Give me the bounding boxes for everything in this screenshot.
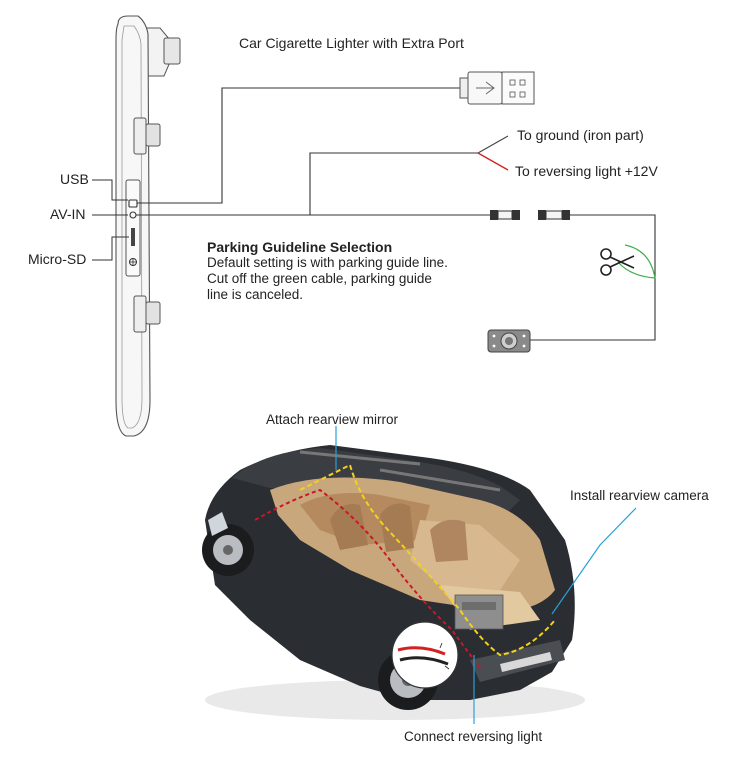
- rearview-mirror: [115, 15, 181, 437]
- parking-guideline-note: Parking Guideline Selection Default sett…: [207, 239, 448, 303]
- guideline-green-wire: [617, 244, 656, 279]
- wire-zoom-inset: [391, 621, 459, 689]
- scissors-icon: [600, 248, 635, 276]
- av-connector-left-icon: [490, 210, 520, 220]
- ground-wire-label: To ground (iron part): [517, 127, 644, 143]
- parking-guideline-heading: Parking Guideline Selection: [207, 239, 393, 255]
- port-leader-lines: [92, 179, 129, 261]
- reversing-power-label: To reversing light +12V: [515, 163, 658, 179]
- usb-port-label: USB: [60, 171, 89, 187]
- av-connector-right-icon: [538, 210, 570, 220]
- micro-sd-port-label: Micro-SD: [28, 251, 87, 267]
- callout-leaders: [335, 426, 637, 724]
- parking-guideline-line-3: line is canceled.: [207, 287, 304, 302]
- light-callout: Connect reversing light: [404, 729, 543, 744]
- mirror-callout: Attach rearview mirror: [266, 412, 399, 427]
- parking-guideline-line-2: Cut off the green cable, parking guide: [207, 271, 432, 286]
- rear-camera-icon: [487, 329, 531, 353]
- ground-wire: [477, 135, 509, 154]
- power-wire: [477, 152, 509, 171]
- parking-guideline-line-1: Default setting is with parking guide li…: [207, 255, 448, 270]
- usb-plug-icon: [459, 71, 535, 105]
- car-illustration: [202, 445, 585, 720]
- diagram-title: Car Cigarette Lighter with Extra Port: [239, 35, 464, 51]
- camera-callout: Install rearview camera: [570, 488, 709, 503]
- av-in-port-label: AV-IN: [50, 206, 86, 222]
